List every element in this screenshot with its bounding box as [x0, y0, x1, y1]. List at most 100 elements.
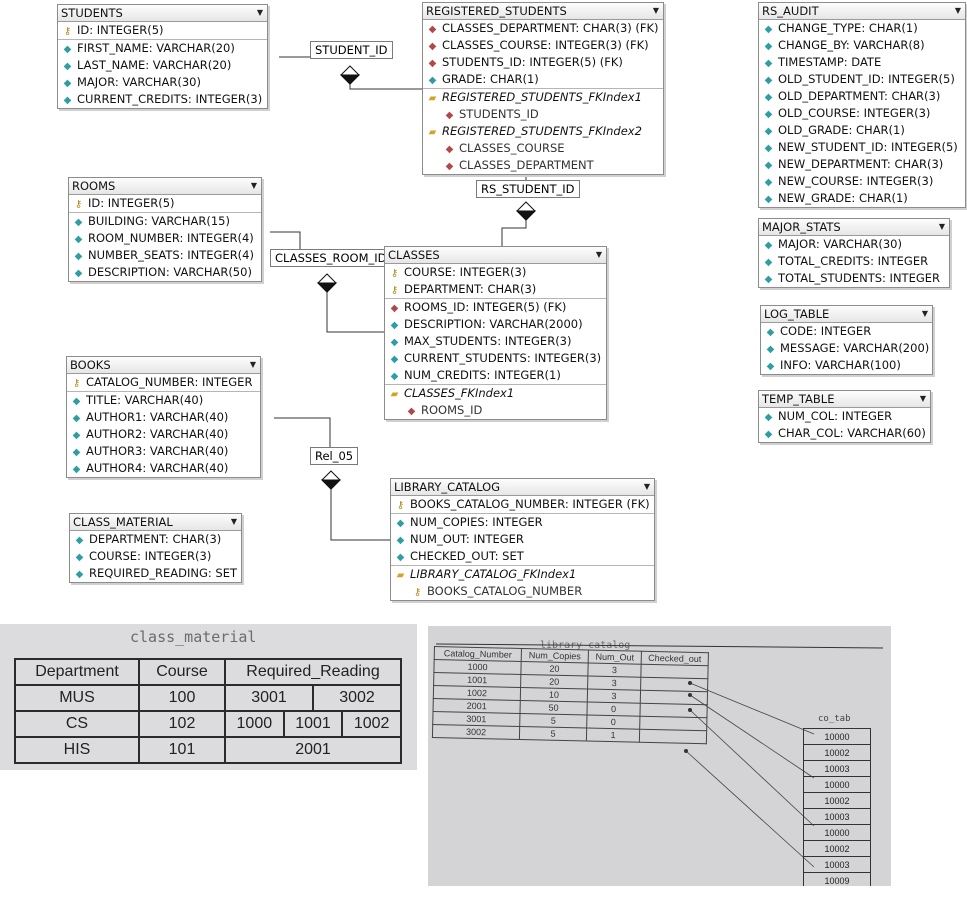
field-row[interactable]: ◆DEPARTMENT: CHAR(3)	[70, 531, 241, 548]
field-row[interactable]: ⚷ID: INTEGER(5)	[69, 195, 261, 212]
field-row[interactable]: ◆AUTHOR3: VARCHAR(40)	[67, 443, 260, 460]
entity-registered-students[interactable]: REGISTERED_STUDENTS▼ ◆CLASSES_DEPARTMENT…	[422, 2, 664, 175]
field-row[interactable]: ◆DESCRIPTION: VARCHAR(2000)	[385, 316, 606, 333]
field-row[interactable]: ◆NEW_GRADE: CHAR(1)	[759, 190, 965, 207]
field-row[interactable]: ◆DESCRIPTION: VARCHAR(50)	[69, 264, 261, 281]
field-row[interactable]: ◆AUTHOR2: VARCHAR(40)	[67, 426, 260, 443]
field-row[interactable]: ◆CHANGE_TYPE: CHAR(1)	[759, 20, 965, 37]
index-row[interactable]: ▰LIBRARY_CATALOG_FKIndex1	[391, 566, 654, 583]
chevron-down-icon[interactable]: ▼	[652, 6, 659, 15]
index-row[interactable]: ▰CLASSES_FKIndex1	[385, 385, 606, 402]
chevron-down-icon[interactable]: ▼	[643, 482, 650, 491]
chevron-down-icon[interactable]: ▼	[249, 360, 256, 369]
field-row[interactable]: ◆FIRST_NAME: VARCHAR(20)	[58, 40, 267, 57]
relation-label-student-id[interactable]: STUDENT_ID	[310, 41, 393, 59]
entity-log-table[interactable]: LOG_TABLE▼ ◆CODE: INTEGER ◆MESSAGE: VARC…	[760, 305, 933, 375]
field-row[interactable]: ◆OLD_COURSE: INTEGER(3)	[759, 105, 965, 122]
field-row[interactable]: ◆CURRENT_CREDITS: INTEGER(3)	[58, 91, 267, 108]
relation-label-classes-room-id[interactable]: CLASSES_ROOM_ID	[270, 249, 392, 267]
field-row[interactable]: ◆NUM_COL: INTEGER	[759, 408, 930, 425]
entity-header[interactable]: LIBRARY_CATALOG▼	[391, 479, 654, 496]
relation-label-rs-student-id[interactable]: RS_STUDENT_ID	[476, 180, 580, 198]
field-row[interactable]: ◆OLD_GRADE: CHAR(1)	[759, 122, 965, 139]
entity-classes[interactable]: CLASSES▼ ⚷COURSE: INTEGER(3) ⚷DEPARTMENT…	[384, 246, 607, 420]
field-row[interactable]: ◆NEW_DEPARTMENT: CHAR(3)	[759, 156, 965, 173]
field-row[interactable]: ◆ROOM_NUMBER: INTEGER(4)	[69, 230, 261, 247]
field-row[interactable]: ⚷ID: INTEGER(5)	[58, 22, 267, 39]
field-row[interactable]: ◆TOTAL_STUDENTS: INTEGER	[759, 270, 949, 287]
field-row[interactable]: ⚷CATALOG_NUMBER: INTEGER	[67, 374, 260, 391]
chevron-down-icon[interactable]: ▼	[256, 8, 263, 17]
field-row[interactable]: ◆MESSAGE: VARCHAR(200)	[761, 340, 932, 357]
entity-header[interactable]: BOOKS▼	[67, 357, 260, 374]
chevron-down-icon[interactable]: ▼	[938, 222, 945, 231]
field-row[interactable]: ◆INFO: VARCHAR(100)	[761, 357, 932, 374]
entity-header[interactable]: RS_AUDIT▼	[759, 3, 965, 20]
index-column-row[interactable]: ◆CLASSES_DEPARTMENT	[423, 157, 663, 174]
entity-header[interactable]: ROOMS▼	[69, 178, 261, 195]
entity-header[interactable]: TEMP_TABLE▼	[759, 391, 930, 408]
entity-header[interactable]: CLASS_MATERIAL▼	[70, 514, 241, 531]
field-row[interactable]: ◆NUM_COPIES: INTEGER	[391, 514, 654, 531]
chevron-down-icon[interactable]: ▼	[595, 250, 602, 259]
field-row[interactable]: ◆MAJOR: VARCHAR(30)	[759, 236, 949, 253]
entity-header[interactable]: STUDENTS▼	[58, 5, 267, 22]
field-row[interactable]: ◆CHANGE_BY: VARCHAR(8)	[759, 37, 965, 54]
field-row[interactable]: ◆AUTHOR4: VARCHAR(40)	[67, 460, 260, 477]
field-row[interactable]: ◆LAST_NAME: VARCHAR(20)	[58, 57, 267, 74]
entity-header[interactable]: LOG_TABLE▼	[761, 306, 932, 323]
entity-header[interactable]: MAJOR_STATS▼	[759, 219, 949, 236]
field-row[interactable]: ◆MAJOR: VARCHAR(30)	[58, 74, 267, 91]
entity-class-material[interactable]: CLASS_MATERIAL▼ ◆DEPARTMENT: CHAR(3) ◆CO…	[69, 513, 242, 583]
field-row[interactable]: ◆NUMBER_SEATS: INTEGER(4)	[69, 247, 261, 264]
chevron-down-icon[interactable]: ▼	[954, 6, 961, 15]
diamond-icon: ◆	[764, 257, 773, 268]
chevron-down-icon[interactable]: ▼	[921, 309, 928, 318]
chevron-down-icon[interactable]: ▼	[230, 517, 237, 526]
entity-students[interactable]: STUDENTS▼ ⚷ID: INTEGER(5) ◆FIRST_NAME: V…	[57, 4, 268, 109]
entity-temp-table[interactable]: TEMP_TABLE▼ ◆NUM_COL: INTEGER ◆CHAR_COL:…	[758, 390, 931, 443]
field-row[interactable]: ◆NUM_CREDITS: INTEGER(1)	[385, 367, 606, 384]
index-column-row[interactable]: ◆ROOMS_ID	[385, 402, 606, 419]
relation-label-rel-05[interactable]: Rel_05	[310, 447, 359, 465]
entity-header[interactable]: REGISTERED_STUDENTS▼	[423, 3, 663, 20]
entity-rooms[interactable]: ROOMS▼ ⚷ID: INTEGER(5) ◆BUILDING: VARCHA…	[68, 177, 262, 282]
field-row[interactable]: ◆TIMESTAMP: DATE	[759, 54, 965, 71]
entity-header[interactable]: CLASSES▼	[385, 247, 606, 264]
entity-major-stats[interactable]: MAJOR_STATS▼ ◆MAJOR: VARCHAR(30) ◆TOTAL_…	[758, 218, 950, 288]
index-column-row[interactable]: ◆CLASSES_COURSE	[423, 140, 663, 157]
field-row[interactable]: ◆GRADE: CHAR(1)	[423, 71, 663, 88]
field-row[interactable]: ◆CODE: INTEGER	[761, 323, 932, 340]
field-row[interactable]: ◆REQUIRED_READING: SET	[70, 565, 241, 582]
field-row[interactable]: ◆CLASSES_DEPARTMENT: CHAR(3) (FK)	[423, 20, 663, 37]
field-row[interactable]: ◆COURSE: INTEGER(3)	[70, 548, 241, 565]
field-row[interactable]: ⚷DEPARTMENT: CHAR(3)	[385, 281, 606, 298]
field-row[interactable]: ◆CLASSES_COURSE: INTEGER(3) (FK)	[423, 37, 663, 54]
field-row[interactable]: ◆NUM_OUT: INTEGER	[391, 531, 654, 548]
field-row[interactable]: ◆NEW_STUDENT_ID: INTEGER(5)	[759, 139, 965, 156]
index-column-row[interactable]: ◆STUDENTS_ID	[423, 106, 663, 123]
field-row[interactable]: ◆STUDENTS_ID: INTEGER(5) (FK)	[423, 54, 663, 71]
field-row[interactable]: ◆CHECKED_OUT: SET	[391, 548, 654, 565]
field-row[interactable]: ◆OLD_STUDENT_ID: INTEGER(5)	[759, 71, 965, 88]
field-row[interactable]: ◆NEW_COURSE: INTEGER(3)	[759, 173, 965, 190]
field-row[interactable]: ◆CHAR_COL: VARCHAR(60)	[759, 425, 930, 442]
field-row[interactable]: ◆BUILDING: VARCHAR(15)	[69, 213, 261, 230]
entity-books[interactable]: BOOKS▼ ⚷CATALOG_NUMBER: INTEGER ◆TITLE: …	[66, 356, 261, 478]
field-row[interactable]: ⚷BOOKS_CATALOG_NUMBER: INTEGER (FK)	[391, 496, 654, 513]
field-row[interactable]: ◆TOTAL_CREDITS: INTEGER	[759, 253, 949, 270]
field-row[interactable]: ◆ROOMS_ID: INTEGER(5) (FK)	[385, 299, 606, 316]
index-column-row[interactable]: ⚷BOOKS_CATALOG_NUMBER	[391, 583, 654, 600]
entity-rs-audit[interactable]: RS_AUDIT▼ ◆CHANGE_TYPE: CHAR(1) ◆CHANGE_…	[758, 2, 966, 208]
field-row[interactable]: ⚷COURSE: INTEGER(3)	[385, 264, 606, 281]
chevron-down-icon[interactable]: ▼	[919, 394, 926, 403]
entity-library-catalog[interactable]: LIBRARY_CATALOG▼ ⚷BOOKS_CATALOG_NUMBER: …	[390, 478, 655, 601]
index-row[interactable]: ▰REGISTERED_STUDENTS_FKIndex2	[423, 123, 663, 140]
field-row[interactable]: ◆CURRENT_STUDENTS: INTEGER(3)	[385, 350, 606, 367]
field-row[interactable]: ◆AUTHOR1: VARCHAR(40)	[67, 409, 260, 426]
chevron-down-icon[interactable]: ▼	[250, 181, 257, 190]
field-row[interactable]: ◆TITLE: VARCHAR(40)	[67, 392, 260, 409]
field-row[interactable]: ◆MAX_STUDENTS: INTEGER(3)	[385, 333, 606, 350]
field-row[interactable]: ◆OLD_DEPARTMENT: CHAR(3)	[759, 88, 965, 105]
index-row[interactable]: ▰REGISTERED_STUDENTS_FKIndex1	[423, 89, 663, 106]
